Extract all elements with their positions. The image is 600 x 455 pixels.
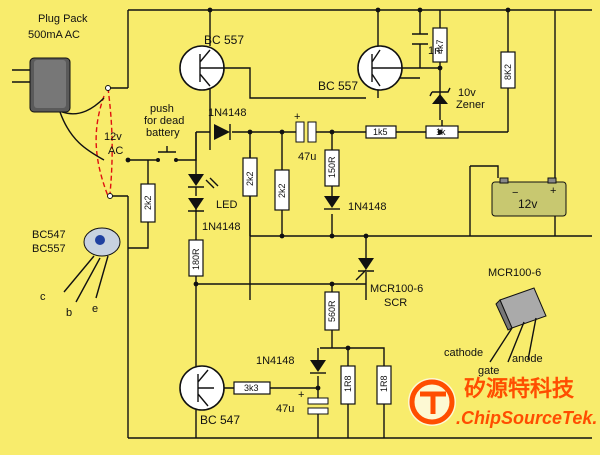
resistor-180r: 180R	[188, 239, 204, 277]
resistor-1r8-b-label: 1R8	[379, 375, 389, 392]
d4-label: 1N4148	[256, 355, 295, 367]
zener-diode	[429, 87, 451, 104]
resistor-560r-label: 560R	[327, 300, 337, 322]
resistor-2k2-b: 2k2	[242, 157, 258, 197]
cap-a-plus: +	[294, 111, 300, 123]
pin-gate-label: gate	[478, 365, 499, 377]
diode-d1	[214, 124, 231, 140]
q1-transistor	[179, 45, 226, 91]
cap-47u-a-label: 47u	[298, 151, 316, 163]
resistor-8k2-label: 8K2	[503, 64, 513, 80]
battery-icon: − + 12v	[470, 165, 567, 217]
resistor-3k3-label: 3k3	[244, 383, 259, 393]
pin-cathode-label: cathode	[444, 347, 483, 359]
resistor-560r: 560R	[324, 291, 340, 331]
cap-b-plus: +	[298, 389, 304, 401]
resistor-4k7: 4k7	[432, 27, 448, 63]
resistor-1k5-label: 1k5	[373, 127, 388, 137]
battery-plus: +	[550, 185, 556, 197]
resistor-8k2: 8K2	[500, 51, 516, 89]
resistor-1r8-b: 1R8	[376, 365, 392, 405]
diode-d4	[310, 360, 326, 374]
resistor-180r-label: 180R	[191, 248, 201, 270]
junction-dots	[125, 7, 511, 391]
resistor-2k2-c-label: 2k2	[277, 183, 287, 198]
pin-e-label: e	[92, 303, 98, 315]
push-label-1: push	[150, 103, 174, 115]
pin-anode-label: anode	[512, 353, 543, 365]
plug-pack-label-2: 500mA AC	[28, 29, 80, 41]
resistor-1k5: 1k5	[365, 125, 397, 139]
resistor-2k2-a-label: 2k2	[143, 195, 153, 210]
capacitor-47u-a: +	[294, 111, 320, 143]
push-label-2: for dead	[144, 115, 184, 127]
bc547-label: BC547	[32, 229, 66, 241]
battery-minus: −	[512, 187, 518, 199]
bc557-label: BC557	[32, 243, 66, 255]
zener-label-1: 10v	[458, 87, 476, 99]
zener-label-2: Zener	[456, 99, 485, 111]
diode-d2	[188, 198, 204, 228]
to92-package-icon	[63, 227, 121, 303]
ac-voltage-label: 12v	[104, 131, 122, 143]
d1-label: 1N4148	[208, 107, 247, 119]
resistor-2k2-a: 2k2	[140, 183, 156, 223]
resistor-150r-label: 150R	[327, 156, 337, 178]
resistor-2k2-b-label: 2k2	[245, 171, 255, 186]
battery-label: 12v	[518, 197, 537, 211]
cap-1n-label: 1n	[428, 45, 440, 57]
resistor-2k2-c: 2k2	[274, 169, 290, 211]
pin-c-label: c	[40, 291, 46, 303]
cap-47u-b-label: 47u	[276, 403, 294, 415]
q3-transistor	[179, 365, 225, 411]
push-button-switch	[150, 146, 184, 162]
mcr-title-label: MCR100-6	[488, 267, 541, 279]
resistor-1r8-a: 1R8	[340, 365, 356, 405]
scr-label-1: MCR100-6	[370, 283, 423, 295]
watermark-en: .ChipSourceTek.	[456, 408, 597, 428]
resistor-3k3: 3k3	[233, 381, 271, 395]
led-label: LED	[216, 199, 237, 211]
push-label-3: battery	[146, 127, 180, 139]
d2-label: 1N4148	[202, 221, 241, 233]
wiring	[127, 9, 592, 439]
capacitor-1n	[412, 33, 428, 45]
q3-label: BC 547	[200, 413, 240, 427]
capacitor-47u-b: +	[298, 389, 329, 415]
q2-transistor	[357, 45, 404, 91]
led-indicator	[188, 160, 219, 196]
plug-pack-icon	[12, 57, 113, 199]
q2-label: BC 557	[318, 79, 358, 93]
d3-label: 1N4148	[348, 201, 387, 213]
watermark-logo-icon	[408, 378, 456, 426]
diode-d3	[324, 196, 340, 210]
pin-b-label: b	[66, 307, 72, 319]
resistor-4k7-label: 4k7	[435, 39, 445, 54]
watermark-cn: 矽源特科技	[464, 376, 575, 401]
mcr100-package-icon	[489, 287, 547, 363]
ac-label: AC	[108, 145, 123, 157]
scr-label-2: SCR	[384, 297, 407, 309]
scr-thyristor	[355, 258, 374, 281]
resistor-1r8-a-label: 1R8	[343, 375, 353, 392]
plug-pack-label-1: Plug Pack	[38, 13, 88, 25]
resistor-150r: 150R	[324, 149, 340, 187]
q1-label: BC 557	[204, 33, 244, 47]
